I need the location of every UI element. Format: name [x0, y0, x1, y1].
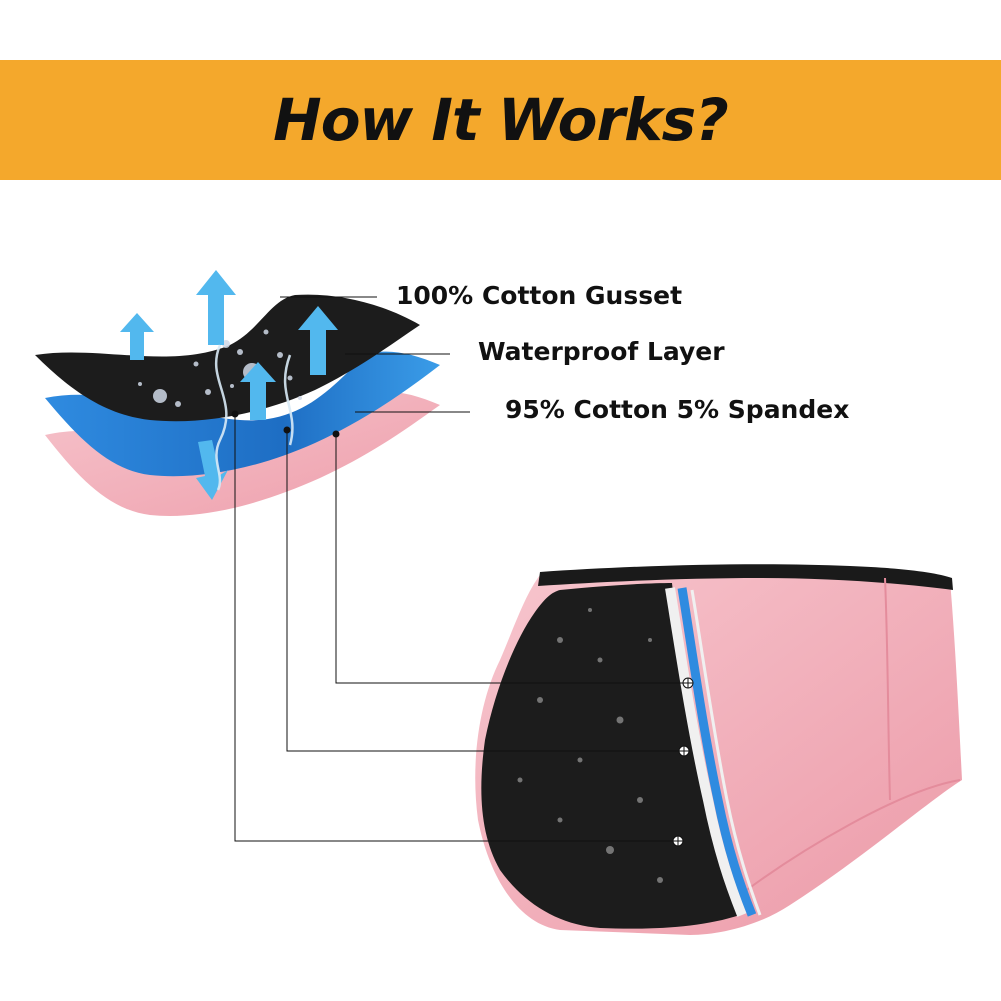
callout-lines [234, 414, 688, 842]
layer-label-cotton-gusset: 100% Cotton Gusset [396, 281, 683, 310]
label-leaders [280, 296, 470, 413]
page-title: How It Works? [273, 86, 729, 154]
layer-label-spandex: 95% Cotton 5% Spandex [505, 395, 850, 424]
arrow-up-icon [298, 306, 338, 375]
air-flow-lines [214, 344, 294, 491]
arrow-up-icon [240, 362, 276, 420]
layer-label-waterproof: Waterproof Layer [478, 337, 725, 366]
arrow-up-icon [196, 270, 236, 345]
arrow-up-icon [120, 313, 154, 360]
callout-targets [672, 677, 694, 847]
brief-waistband [538, 564, 953, 590]
brief-waterproof-strip [677, 587, 757, 917]
brief-product [475, 564, 962, 935]
callout-dots [231, 410, 340, 438]
header-banner: How It Works? [0, 60, 1001, 180]
waterproof-layer-sheet [45, 351, 440, 477]
